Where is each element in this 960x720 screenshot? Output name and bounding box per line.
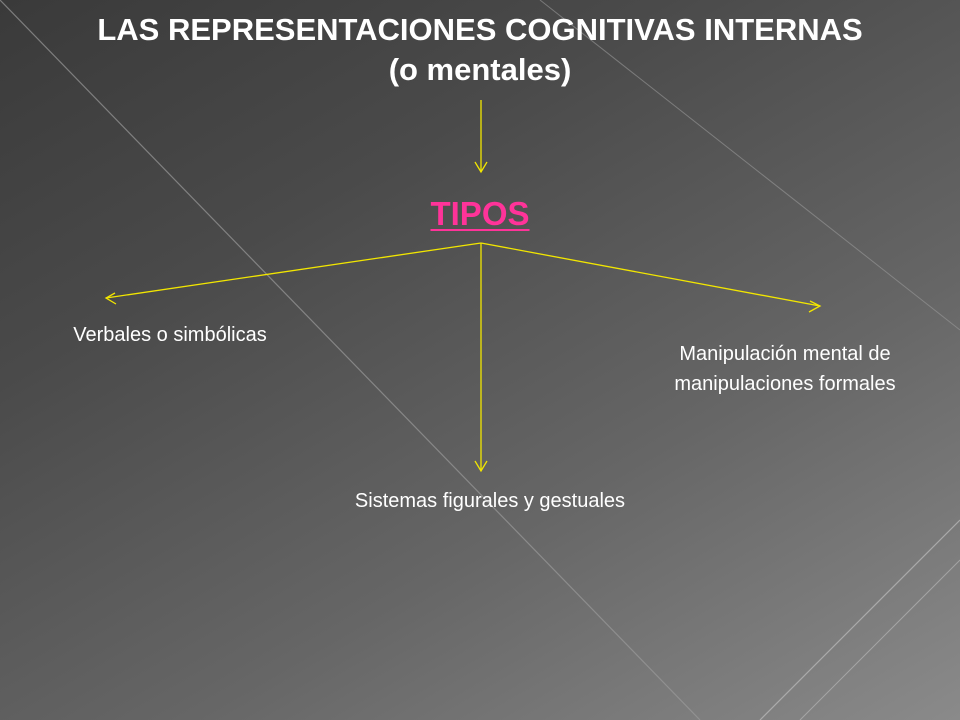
arrow-to-verbales	[105, 242, 482, 299]
node-manipulacion-line-2: manipulaciones formales	[674, 373, 896, 395]
slide-title: LAS REPRESENTACIONES COGNITIVAS INTERNAS…	[0, 10, 960, 90]
center-label-tipos: TIPOS	[430, 195, 530, 232]
arrowhead-tipos	[474, 161, 488, 174]
node-manipulacion: Manipulación mental de manipulaciones fo…	[625, 339, 945, 399]
arrowhead-manipulacion	[808, 300, 822, 313]
node-manipulacion-line-1: Manipulación mental de	[679, 343, 891, 365]
node-sistemas: Sistemas figurales y gestuales	[354, 490, 626, 512]
arrowhead-verbales	[104, 292, 117, 305]
title-line-2: (o mentales)	[388, 52, 572, 87]
title-line-1: LAS REPRESENTACIONES COGNITIVAS INTERNAS	[97, 12, 863, 47]
arrow-to-manipulacion	[480, 242, 821, 307]
arrowhead-sistemas	[474, 460, 488, 473]
node-verbales: Verbales o simbólicas	[73, 324, 267, 346]
